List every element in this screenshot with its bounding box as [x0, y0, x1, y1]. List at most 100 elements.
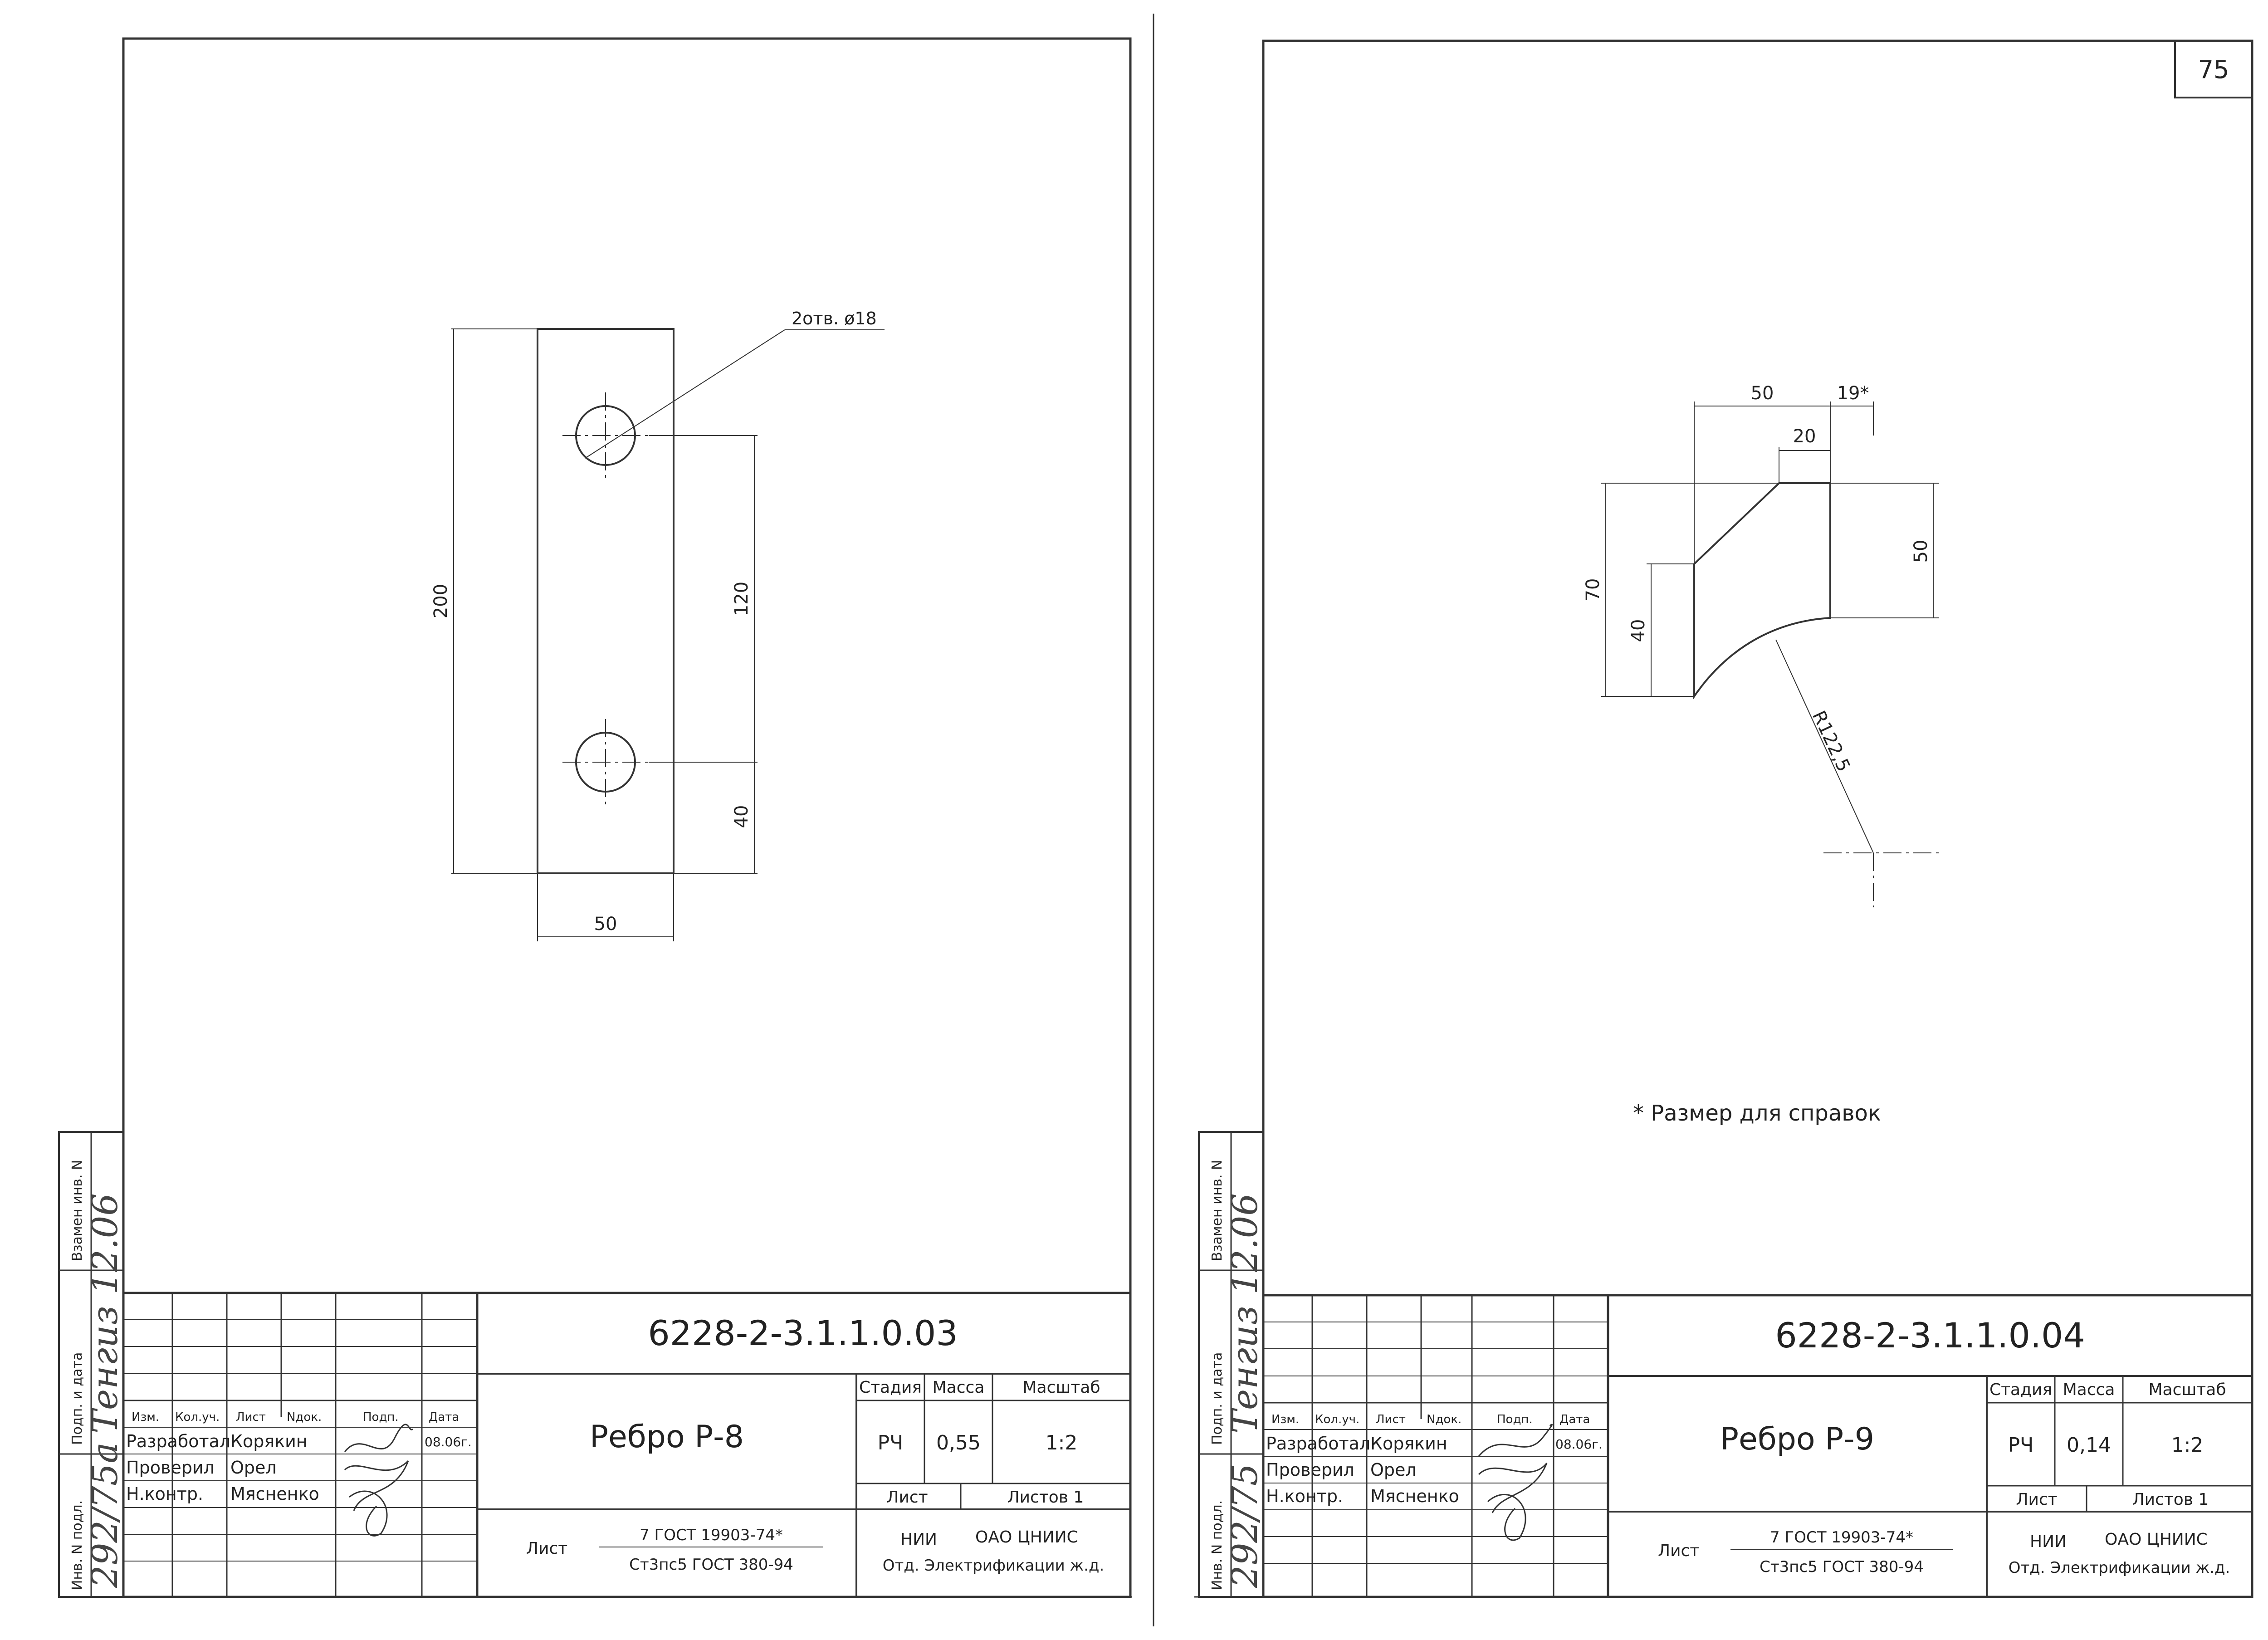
- sheet-left: Инв. N подл. Подп. и дата Взамен инв. N …: [58, 37, 1132, 1598]
- hdr-stadiya: Стадия: [1989, 1381, 2052, 1399]
- signature-1: [1478, 1424, 1553, 1457]
- sheet-right: 75 Инв. N подл. Подп. и дата Взамен инв.…: [1194, 39, 2253, 1598]
- drawing-frame: [1262, 39, 2253, 1598]
- org-name: ОАО ЦНИИС: [975, 1528, 1078, 1547]
- role-proveril: Проверил: [126, 1458, 215, 1478]
- dim-radius: R122,5: [1808, 708, 1854, 775]
- label-vzam-inv: Взамен инв. N: [69, 1160, 85, 1261]
- title-block-left: Изм. Кол.уч. Лист Nдок. Подп. Дата Разра…: [123, 1292, 1130, 1597]
- handwritten-inv-number: 292/75: [1225, 1464, 1266, 1588]
- part-drawing-r9: 50 19* 20 50 70 40 R122,5: [1583, 383, 1941, 907]
- org-dept: Отд. Электрификации ж.д.: [883, 1557, 1105, 1575]
- part-name: Ребро Р-9: [1720, 1421, 1874, 1457]
- org-logo: НИИ: [2030, 1532, 2067, 1551]
- hdr-massa: Масса: [933, 1378, 985, 1397]
- dim-right-height: 50: [1911, 540, 1931, 563]
- signature-3: [349, 1490, 388, 1537]
- hdr-kol-uch: Кол.уч.: [1315, 1413, 1359, 1426]
- dim-ref: 19*: [1837, 383, 1869, 404]
- role-razrabotal: Разработал: [126, 1431, 230, 1451]
- hdr-izm: Изм.: [132, 1410, 159, 1424]
- name-nkontr: Мясненко: [230, 1484, 319, 1504]
- hdr-podp: Подп.: [363, 1410, 399, 1424]
- mass-value: 0,55: [936, 1431, 981, 1454]
- handwritten-date: Тенгиз 12.06: [1225, 1193, 1266, 1434]
- sign-date: 08.06г.: [1555, 1437, 1603, 1452]
- material-list-label: Лист: [1658, 1542, 1699, 1560]
- stage-value: РЧ: [878, 1431, 904, 1454]
- hdr-podp: Подп.: [1497, 1413, 1533, 1426]
- name-nkontr: Мясненко: [1370, 1486, 1459, 1506]
- name-razrabotal: Корякин: [1370, 1434, 1447, 1454]
- name-proveril: Орел: [230, 1458, 277, 1478]
- org-name: ОАО ЦНИИС: [2105, 1530, 2208, 1549]
- note-reference-size: * Размер для справок: [1633, 1101, 1881, 1126]
- dim-step: 20: [1793, 426, 1816, 447]
- dim-width: 50: [594, 914, 617, 935]
- sheet-number: 75: [2198, 55, 2229, 84]
- role-nkontr: Н.контр.: [1266, 1486, 1343, 1506]
- designation: 6228-2-3.1.1.0.04: [1775, 1315, 2085, 1356]
- label-inv-podl: Инв. N подл.: [1209, 1500, 1225, 1590]
- designation: 6228-2-3.1.1.0.03: [648, 1313, 958, 1353]
- hdr-massa: Масса: [2063, 1381, 2115, 1399]
- hdr-listov-label: Листов 1: [1007, 1488, 1084, 1507]
- hdr-izm: Изм.: [1271, 1413, 1299, 1426]
- mass-value: 0,14: [2067, 1434, 2111, 1457]
- dim-height: 200: [430, 584, 451, 618]
- name-proveril: Орел: [1370, 1460, 1417, 1480]
- dim-hole-spacing: 120: [731, 582, 752, 616]
- hdr-list-label: Лист: [2016, 1490, 2057, 1509]
- hdr-ndok: Nдок.: [1427, 1413, 1461, 1426]
- label-podp-data: Подп. и дата: [1209, 1352, 1225, 1445]
- hdr-listov-label: Листов 1: [2132, 1490, 2209, 1509]
- hdr-masshtab: Масштаб: [2148, 1381, 2226, 1399]
- hdr-list-label: Лист: [886, 1488, 928, 1507]
- sign-date: 08.06г.: [425, 1434, 472, 1449]
- sheet-number-box: [2174, 40, 2253, 98]
- material-list-label: Лист: [526, 1539, 567, 1558]
- label-inv-podl: Инв. N подл.: [69, 1500, 85, 1590]
- role-proveril: Проверил: [1266, 1460, 1354, 1480]
- hdr-ndok: Nдок.: [287, 1410, 322, 1424]
- hdr-stadiya: Стадия: [859, 1378, 922, 1397]
- material-top: 7 ГОСТ 19903-74*: [640, 1526, 783, 1544]
- title-block-right: Изм. Кол.уч. Лист Nдок. Подп. Дата Разра…: [1263, 1294, 2252, 1597]
- label-podp-data: Подп. и дата: [69, 1352, 85, 1445]
- signature-3: [1487, 1493, 1526, 1541]
- hdr-data: Дата: [1559, 1413, 1590, 1426]
- signature-1: [344, 1424, 414, 1452]
- org-dept: Отд. Электрификации ж.д.: [2009, 1559, 2230, 1577]
- role-razrabotal: Разработал: [1266, 1434, 1370, 1454]
- signature-2: [1478, 1463, 1548, 1513]
- dim-left-height: 40: [1628, 619, 1649, 642]
- label-vzam-inv: Взамен инв. N: [1209, 1160, 1225, 1261]
- part-drawing-r8: 200 120 40 50 2отв. ø18: [430, 308, 885, 941]
- role-nkontr: Н.контр.: [126, 1484, 203, 1504]
- org-logo: НИИ: [900, 1530, 937, 1549]
- scale-value: 1:2: [2171, 1434, 2204, 1457]
- drawing-frame: [122, 37, 1132, 1598]
- dim-edge: 40: [731, 805, 752, 828]
- material-bottom: Ст3пс5 ГОСТ 380-94: [1760, 1558, 1924, 1576]
- scale-value: 1:2: [1046, 1431, 1078, 1454]
- plate-outline: [537, 328, 675, 874]
- hdr-kol-uch: Кол.уч.: [175, 1410, 220, 1424]
- handwritten-inv-number: 292/75а: [85, 1442, 126, 1588]
- rib-outline: [1693, 482, 1831, 700]
- handwritten-date: Тенгиз 12.06: [85, 1193, 126, 1434]
- material-bottom: Ст3пс5 ГОСТ 380-94: [629, 1556, 793, 1574]
- material-top: 7 ГОСТ 19903-74*: [1770, 1528, 1913, 1547]
- stage-value: РЧ: [2008, 1434, 2034, 1457]
- dim-top: 50: [1751, 383, 1774, 404]
- hdr-masshtab: Масштаб: [1022, 1378, 1100, 1397]
- hdr-data: Дата: [429, 1410, 459, 1424]
- dim-total-height: 70: [1583, 578, 1603, 602]
- hdr-list: Лист: [236, 1410, 266, 1424]
- name-razrabotal: Корякин: [230, 1431, 308, 1451]
- dim-holes-label: 2отв. ø18: [792, 308, 877, 328]
- part-name: Ребро Р-8: [590, 1419, 744, 1455]
- hdr-list: Лист: [1376, 1413, 1406, 1426]
- signature-2: [344, 1460, 409, 1511]
